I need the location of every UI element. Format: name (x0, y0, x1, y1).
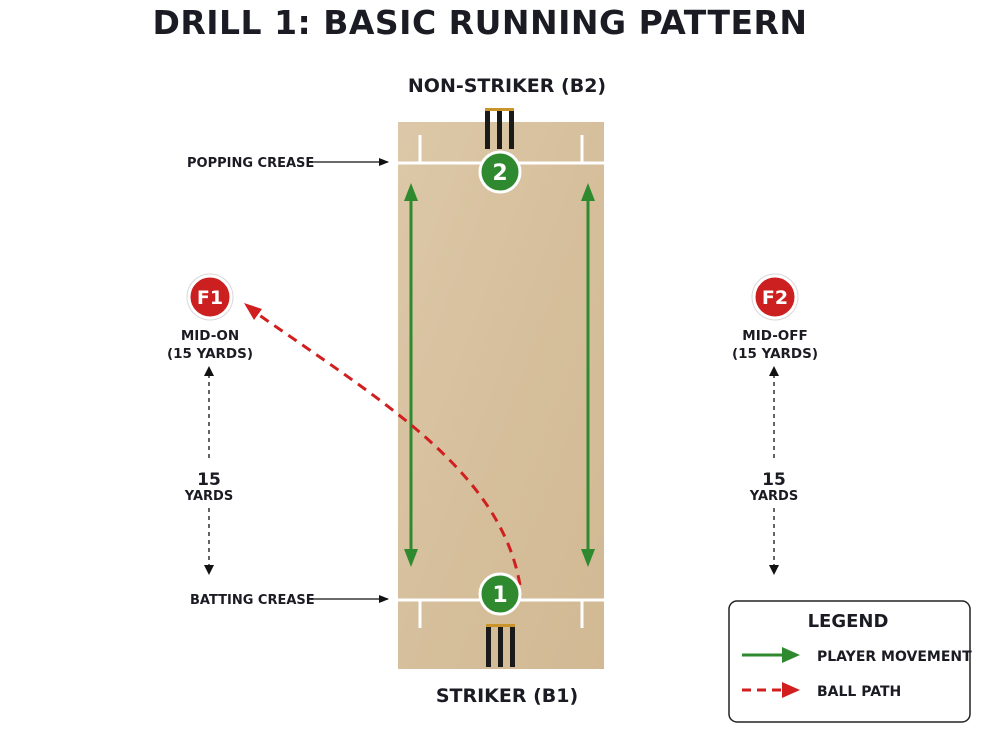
fielder-1-badge: F1 (197, 287, 223, 309)
fielder-1-distance: (15 YARDS) (167, 346, 253, 362)
left-running-path (404, 183, 418, 567)
batsman-2-number: 2 (492, 161, 507, 186)
fielder-2-badge: F2 (762, 287, 788, 309)
right-distance-marker: 15 YARDS (749, 366, 798, 575)
batting-crease-label: BATTING CREASE (190, 593, 315, 608)
fielder-2-distance: (15 YARDS) (732, 346, 818, 362)
legend-ball-arrow-icon (782, 682, 800, 698)
right-distance-unit: YARDS (749, 489, 798, 504)
ball-path (251, 308, 522, 586)
right-running-path (581, 183, 595, 567)
page-title: DRILL 1: BASIC RUNNING PATTERN (152, 3, 807, 42)
left-distance-number: 15 (197, 470, 221, 490)
left-distance-unit: YARDS (184, 489, 233, 504)
non-striker-label: NON-STRIKER (B2) (408, 75, 606, 97)
legend-title: LEGEND (808, 611, 889, 632)
legend-player-arrow-icon (782, 647, 800, 663)
left-distance-marker: 15 YARDS (184, 366, 233, 575)
fielder-1: F1 MID-ON (15 YARDS) (167, 273, 253, 362)
legend-player-movement: PLAYER MOVEMENT (817, 649, 972, 665)
striker-label: STRIKER (B1) (436, 685, 578, 707)
ball-path-arrowhead-icon (244, 303, 262, 320)
batsman-2-marker: 2 (478, 150, 522, 194)
top-stumps-icon (485, 108, 514, 149)
batsman-1-number: 1 (492, 583, 507, 608)
bottom-stumps-icon (486, 624, 515, 667)
fielder-2-position: MID-OFF (742, 328, 807, 344)
fielder-2: F2 MID-OFF (15 YARDS) (732, 273, 818, 362)
fielder-1-position: MID-ON (181, 328, 239, 344)
right-distance-number: 15 (762, 470, 786, 490)
popping-crease-label: POPPING CREASE (187, 156, 314, 171)
batsman-1-marker: 1 (478, 572, 522, 616)
legend-ball-path: BALL PATH (817, 684, 901, 700)
legend: LEGEND PLAYER MOVEMENT BALL PATH (728, 600, 972, 723)
